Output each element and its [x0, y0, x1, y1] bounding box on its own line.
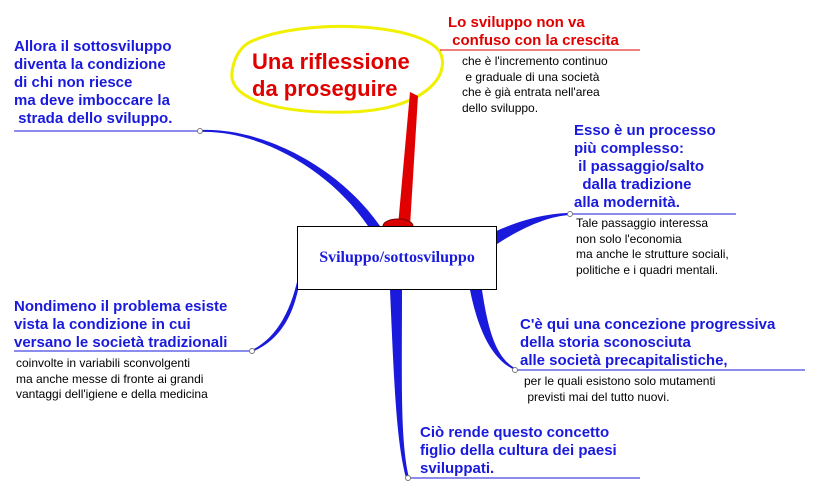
branch-bottom: [390, 290, 409, 478]
branch-mid-right: [494, 213, 570, 246]
topic-top-right[interactable]: Lo sviluppo non va confuso con la cresci…: [448, 14, 619, 49]
node-top-left: [197, 128, 203, 134]
central-topic-label: Sviluppo/sottosviluppo: [319, 249, 475, 266]
branch-left: [252, 268, 300, 352]
node-mid-right: [567, 211, 573, 217]
branch-bottom-right: [470, 290, 515, 370]
central-topic-box[interactable]: Sviluppo/sottosviluppo: [297, 226, 497, 290]
note-top-right: che è l'incremento continuo e graduale d…: [462, 54, 608, 115]
branch-top-left: [200, 129, 380, 226]
note-bottom-right: per le quali esistono solo mutamenti pre…: [524, 374, 716, 404]
topic-mid-right[interactable]: Esso è un processo più complesso: il pas…: [574, 122, 716, 211]
node-bottom-right: [512, 367, 518, 373]
note-mid-right: Tale passaggio interessa non solo l'econ…: [576, 216, 729, 277]
note-left: coinvolte in variabili sconvolgenti ma a…: [16, 356, 208, 401]
node-left: [249, 348, 255, 354]
topic-top-left[interactable]: Allora il sottosviluppo diventa la condi…: [14, 38, 173, 127]
topic-left[interactable]: Nondimeno il problema esiste vista la co…: [14, 298, 228, 351]
title-bubble-text[interactable]: Una riflessione da proseguire: [252, 49, 410, 101]
topic-bottom-right[interactable]: C'è qui una concezione progressiva della…: [520, 316, 776, 369]
title-bubble-outline: [230, 24, 444, 114]
title-callout: [398, 92, 418, 226]
node-bottom: [405, 475, 411, 481]
topic-bottom[interactable]: Ciò rende questo concetto figlio della c…: [420, 424, 617, 477]
